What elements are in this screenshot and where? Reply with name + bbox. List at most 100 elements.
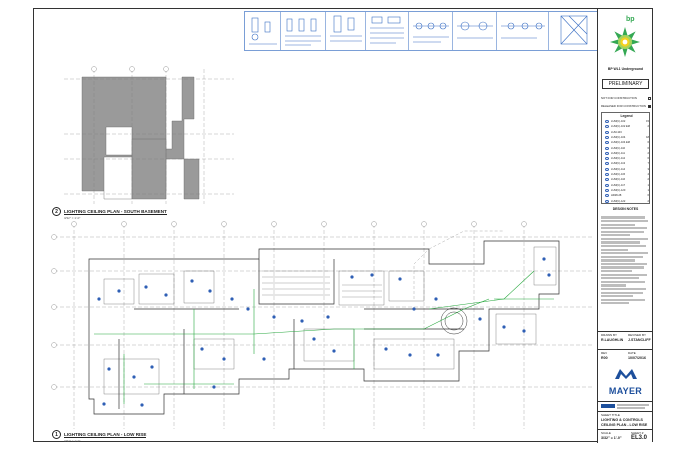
sheet-number: EL3.0 [631,435,648,441]
detail-cell [549,12,599,50]
scale-label: SCALE [601,431,611,435]
consultant-block [598,401,653,411]
legend-label: LUM(C)-113 [611,162,626,166]
revised-by-label: REVISED BY [628,333,647,337]
legend-qty: 2 [647,125,649,129]
basement-plan-number: 2 [52,207,61,216]
fixture-symbol-icon [605,183,609,187]
drawn-by-label: DRAWN BY [601,333,618,337]
legend-qty: 2 [647,151,649,155]
fixture-symbol-icon [605,151,609,155]
company-logo: MAYER [600,367,651,397]
fixture-detail-strip [244,11,599,51]
detail-cell [366,12,409,50]
sheet-title-block: SHEET TITLE LIGHTING & CONTROLS CEILING … [598,411,653,429]
detail-cell [245,12,281,50]
legend-label: HDMI-28 [611,194,622,198]
legend-qty: 2 [647,178,649,182]
fixture-symbol-icon [605,141,609,145]
legend-row: LUM(C)-122 2 [605,199,649,203]
rev-value: R00 [601,356,608,360]
legend-row: HDMI-28 6 [605,194,649,198]
legend-qty: 6 [647,146,649,150]
fixture-symbol-icon [605,130,609,134]
legend-label: LUM(C)-112 [611,157,626,161]
consultant-logo [601,404,615,408]
legend-row: LUM(C)-112 6 [605,157,649,161]
legend-row: LUM(C)-104 EM 6 [605,141,649,145]
not-for-construction-label: NOT FOR CONSTRUCTION [601,96,637,100]
detail-cell [409,12,453,50]
legend-row: LUM(C)-117 1 [605,183,649,187]
legend-row: LUM(C)-116 2 [605,178,649,182]
legend-qty: 1 [647,188,649,192]
legend-label: LUM(C)-116 [611,178,626,182]
legend-row: LUM(C)-102 EM 2 [605,125,649,129]
fixture-symbol-icon [605,194,609,198]
detail-cell [281,12,326,50]
legend-row: LUM(C)-115 4 [605,173,649,176]
fixture-symbol-icon [605,120,609,123]
fixture-symbol-icon [605,162,609,166]
detail-cell [497,12,549,50]
legend-qty: 3 [647,167,649,171]
legend-row: LUM-103 [605,130,649,134]
fixture-symbol-icon [605,178,609,182]
rev-label: REV [601,351,608,355]
brand-wordmark: bp [626,16,635,23]
legend-title: Legend [620,114,633,118]
drawn-by-block: DRAWN BY R.LAUGHLIN REVISED BY J.STANCLI… [598,331,653,349]
not-for-construction-row: NOT FOR CONSTRUCTION [601,96,651,100]
released-label: RELEASED FOR CONSTRUCTION [601,104,646,108]
company-name: MAYER [608,386,643,396]
released-row: RELEASED FOR CONSTRUCTION [601,104,651,108]
legend-qty: 4 [647,173,649,176]
revised-by-value: J.STANCLIFF [628,338,651,342]
drawing-area: 2 LIGHTING CEILING PLAN - SOUTH BASEMENT… [34,9,599,443]
legend-qty: 6 [647,157,649,161]
fixture-symbol-icon [605,167,609,171]
design-notes-title: DESIGN NOTES [612,207,639,211]
legend-label: LUM(C)-117 [611,183,626,187]
legend-label: LUM-103 [611,130,622,134]
basement-plan-scale: 3/32" = 1'-0" [64,216,81,220]
legend-label: LUM(C)-104 EM [611,141,630,145]
legend-qty: 6 [647,141,649,145]
fixture-symbol-icon [605,146,609,150]
legend-row: LUM(C)-120 1 [605,188,649,192]
sheet-title-line1: LIGHTING & CONTROLS [601,418,643,422]
drawn-by-value: R.LAUGHLIN [601,338,624,342]
legend-label: LUM(C)-114 [611,167,626,171]
legend-label: LUM(C)-111 [611,151,625,155]
legend-label: LUM(C)-120 [611,188,626,192]
rev-date-block: REV R00 DATE 10/07/2016 [598,349,653,365]
legend-row: LUM(C)-114 3 [605,167,649,171]
legend-qty: 6 [647,194,649,198]
legend-qty: 1 [647,183,649,187]
not-for-construction-checkbox[interactable] [648,96,651,100]
legend-label: LUM(C)-122 [611,199,626,203]
legend-qty: 15 [646,120,649,123]
legend-label: LUM(C)-102 EM [611,125,630,129]
date-value: 10/07/2016 [628,356,646,360]
legend-label: LUM(C)-115 [611,173,626,176]
bp-helios-logo-icon [610,27,640,57]
mayer-m-icon [614,369,637,379]
fixture-symbol-icon [605,199,609,203]
sheet-number-label: SHEET # [631,431,644,435]
drawing-sheet: 2 LIGHTING CEILING PLAN - SOUTH BASEMENT… [33,8,653,443]
fixture-symbol-icon [605,125,609,129]
legend-qty: 2 [647,199,649,203]
legend-label: LUM(C)-104 [611,135,626,139]
floor-plan-linework [51,66,594,429]
lowrise-plan-scale: 3/32" = 1'-0" [64,439,81,443]
basement-plan-title-text: LIGHTING CEILING PLAN - SOUTH BASEMENT [64,208,167,215]
released-checkbox[interactable] [648,104,651,108]
basement-plan-title: 2 LIGHTING CEILING PLAN - SOUTH BASEMENT… [52,207,167,220]
fixture-symbol-icon [605,135,609,139]
